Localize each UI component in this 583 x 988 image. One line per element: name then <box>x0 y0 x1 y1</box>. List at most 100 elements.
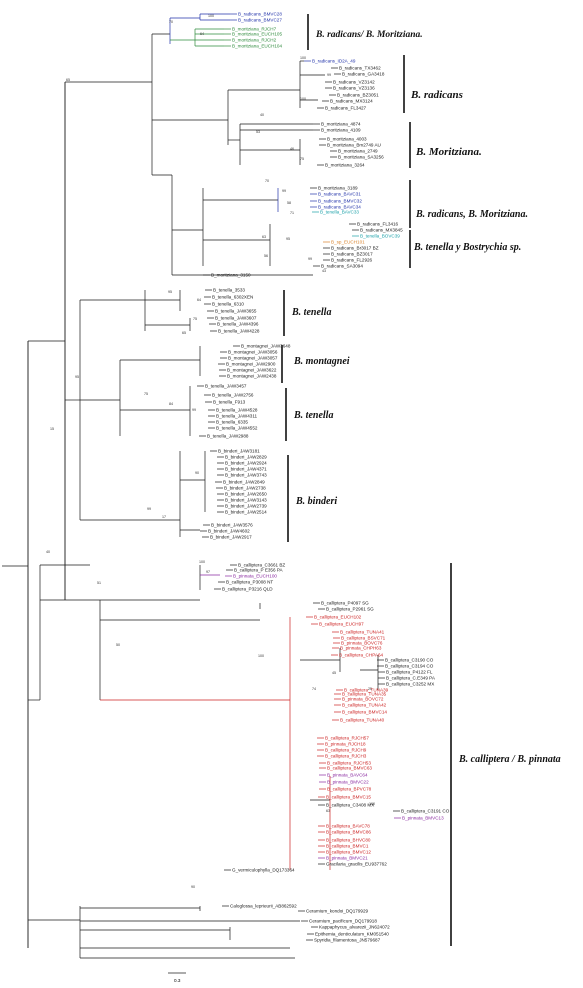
taxon-label: Caloglossa_leprieurii_AB862592 <box>230 904 297 909</box>
support-value: 65 <box>66 78 70 82</box>
taxon-label: Ceramium_pacificum_DQ179918 <box>309 919 377 924</box>
support-value: 40 <box>46 550 50 554</box>
taxon-label: B_moritziana_4003 <box>327 137 367 142</box>
taxon-label: B_calliptera_C.E349 PA <box>386 676 436 681</box>
support-value: 64 <box>200 32 204 36</box>
support-value: 99 <box>192 408 196 412</box>
support-value: 17 <box>162 515 166 519</box>
taxon-label: B_binderi_JAW2738 <box>224 486 266 491</box>
taxon-label: B_moritziana_3189 <box>318 186 358 191</box>
support-value: 45 <box>332 671 336 675</box>
support-value: 95 <box>75 375 79 379</box>
taxon-labels: B_radicans_BMVC28B_radicans_BMVC27B_mori… <box>205 12 450 943</box>
support-value: 70 <box>265 179 269 183</box>
taxon-label: B_calliptera_P4097 SG <box>321 601 369 606</box>
taxon-label: B_tenella_BOVC39 <box>360 234 400 239</box>
taxon-label: B_calliptera_C3408 MX <box>326 803 374 808</box>
taxon-label: B_montagnei_JAW3648 <box>241 344 291 349</box>
taxon-label: B_montagnei_JAW3056 <box>228 350 278 355</box>
taxon-label: B_calliptera_RJCH57 <box>325 736 369 741</box>
support-value: 99 <box>308 257 312 261</box>
taxon-label: B_tenella_JAW2988 <box>207 434 249 439</box>
taxon-label: B_tenella_JAW3457 <box>205 384 247 389</box>
taxon-label: Spyridia_filamentosa_JN579687 <box>314 938 381 943</box>
taxon-label: B_calliptera_C3194 CO <box>385 664 434 669</box>
taxon-label: B_radicans_FL3416 <box>357 222 399 227</box>
taxon-label: B_calliptera_BMVC14 <box>342 710 387 715</box>
taxon-label: B_calliptera_P3008 NT <box>226 580 273 585</box>
taxon-label: B_tenella_BAVC33 <box>320 210 359 215</box>
taxon-label: B_binderi_JAW2829 <box>225 455 267 460</box>
taxon-label: B_binderi_JAW2514 <box>225 510 267 515</box>
taxon-label: B_pinnata_RJCH18 <box>325 742 366 747</box>
support-value: 75 <box>300 157 304 161</box>
taxon-label: B_calliptera_BHVC80 <box>326 838 371 843</box>
clade-label: B. montagnei <box>293 356 350 367</box>
support-value: 75 <box>193 317 197 321</box>
taxon-label: B_calliptera_TUNA35 <box>342 692 387 697</box>
taxon-label: B_calliptera_P E356 PA <box>234 568 284 573</box>
support-value: 84 <box>169 402 173 406</box>
taxon-label: B_calliptera_RJCH9 <box>325 748 367 753</box>
taxon-label: B_tenella_6335 <box>216 420 248 425</box>
taxon-label: B_binderi_JAW3576 <box>211 523 253 528</box>
support-value: 100 <box>208 14 214 18</box>
taxon-label: B_tenella_JAW4311 <box>216 414 258 419</box>
taxon-label: B_calliptera_P4122 FL <box>386 670 433 675</box>
taxon-label: B_tenella_JAW4528 <box>216 408 258 413</box>
clade-label: B. radicans/ B. Moritziana. <box>315 30 423 40</box>
taxon-label: B_calliptera_P3216 QLD <box>222 587 273 592</box>
taxon-label: B_calliptera_BMVC15 <box>326 795 371 800</box>
taxon-label: B_radicans_BZ3017 <box>331 252 373 257</box>
taxon-label: B_calliptera_C3190 CO <box>385 658 434 663</box>
taxon-label: B_moritziana_RJCH2 <box>232 38 277 43</box>
taxon-label: B_pinnata_BAVC64 <box>327 773 368 778</box>
taxon-label: B_calliptera_BMVC86 <box>326 830 371 835</box>
clade-label: B. binderi <box>295 496 337 507</box>
support-value: 99 <box>327 73 331 77</box>
taxon-label: B_tenella_JAW3607 <box>215 316 257 321</box>
support-value: 56 <box>264 254 268 258</box>
taxon-label: B_sp_EUCH101 <box>331 240 365 245</box>
taxon-label: B_moritziana_4109 <box>321 128 361 133</box>
taxon-label: B_montagnei_JAW2438 <box>227 374 277 379</box>
clade-label: B. tenella <box>293 410 333 421</box>
support-value: 100 <box>369 802 375 806</box>
taxon-label: B_calliptera_TUNA39 <box>344 688 389 693</box>
taxon-label: B_tenella_JAW4396 <box>217 322 259 327</box>
support-value: 100 <box>300 56 306 60</box>
taxon-label: B_moritziana_Bm2749 AU <box>327 143 381 148</box>
clade-annotations: B. radicans/ B. Moritziana.B. radicansB.… <box>281 14 561 946</box>
taxon-label: B_calliptera_C3661 BZ <box>238 563 285 568</box>
taxon-label: B_tenella_JAW4552 <box>216 426 258 431</box>
taxon-label: B_pinnata_BOVC76 <box>341 641 383 646</box>
clade-label: B. radicans, B. Moritziana. <box>415 209 528 220</box>
taxon-label: B_tenella_6310 <box>212 302 244 307</box>
taxon-label: B_radicans_GA3418 <box>342 72 385 77</box>
taxon-label: B_calliptera_EUCH102 <box>314 615 362 620</box>
scale-bar: 0.3 <box>168 972 186 983</box>
taxon-label: Ceramium_kondoi_DQ179929 <box>306 909 368 914</box>
taxon-label: B_montagnei_JAW3622 <box>227 368 277 373</box>
taxon-label: B_radicans_BMVC32 <box>318 199 362 204</box>
clade-label: B. Moritziana. <box>415 146 482 158</box>
taxon-label: B_calliptera_CHPA64 <box>339 653 384 658</box>
support-value: 65 <box>182 331 186 335</box>
support-value: 25 <box>368 687 372 691</box>
taxon-label: B_calliptera_BMVC1 <box>326 844 369 849</box>
taxon-label: Kappaphycus_alvarezii_JN624072 <box>319 925 390 930</box>
taxon-label: B_radicans_MX3845 <box>360 228 403 233</box>
taxon-label: Epithemia_denticulatum_KM051540 <box>315 932 389 937</box>
taxon-label: B_calliptera_BPVC78 <box>327 787 372 792</box>
taxon-label: B_radicans_FL3427 <box>325 106 367 111</box>
taxon-label: B_pinnata_EUCH100 <box>233 574 277 579</box>
taxon-label: G_vermiculophylla_DQ173364 <box>232 868 295 873</box>
support-value: 71 <box>290 211 294 215</box>
clade-label: B. tenella <box>291 307 331 318</box>
support-value: 63 <box>262 235 266 239</box>
taxon-label: B_tenella_JAW3655 <box>215 309 257 314</box>
scale-bar-label: 0.3 <box>174 978 181 983</box>
support-value: 43 <box>322 269 326 273</box>
taxon-label: B_radicans_BZ3051 <box>337 93 379 98</box>
